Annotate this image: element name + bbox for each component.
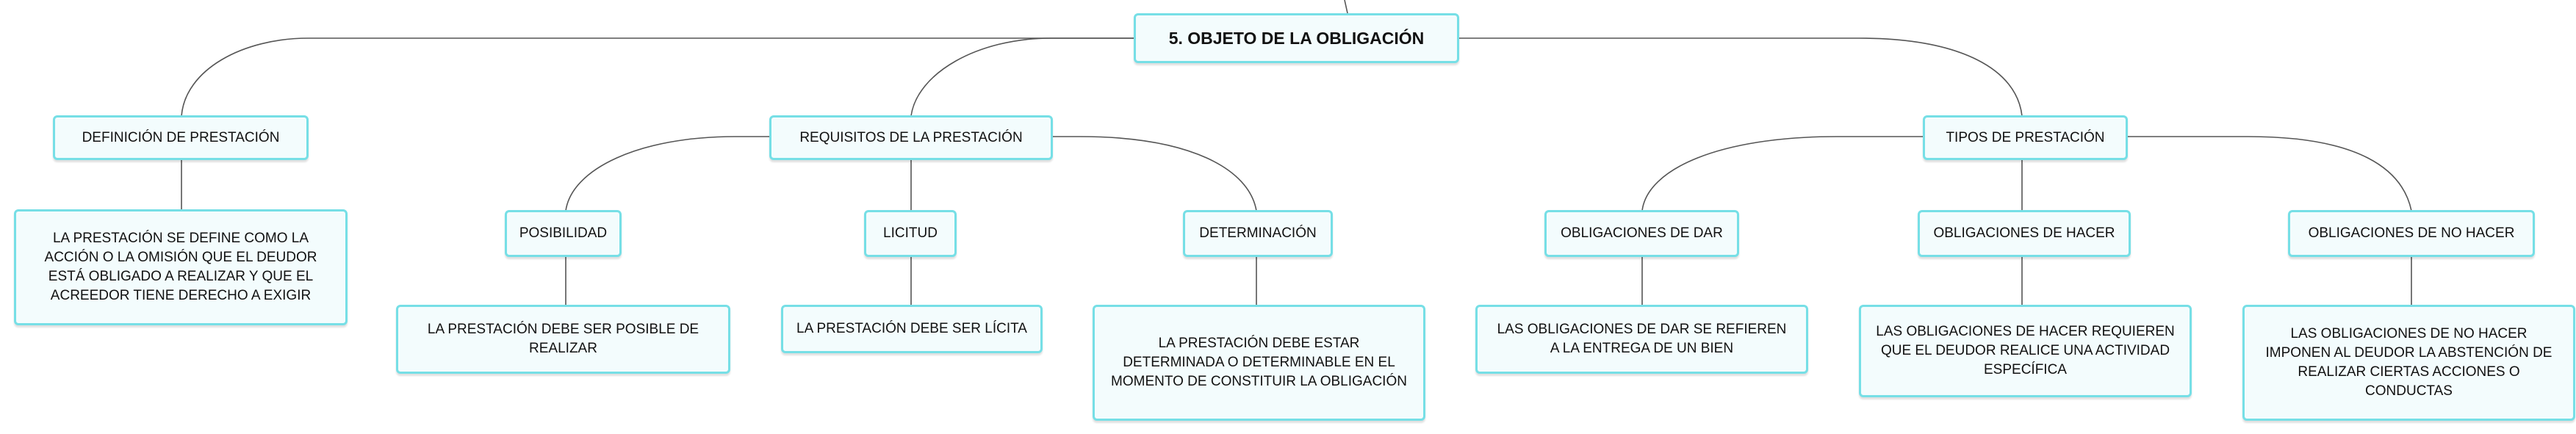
node-requisitos-label: REQUISITOS DE LA PRESTACIÓN: [799, 129, 1023, 145]
node-posibilidad-text[interactable]: LA PRESTACIÓN DEBE SER POSIBLE DE REALIZ…: [396, 305, 730, 374]
connector-line: [1641, 136, 1925, 211]
node-definicion[interactable]: DEFINICIÓN DE PRESTACIÓN: [53, 115, 309, 160]
node-licitud[interactable]: LICITUD: [864, 210, 957, 257]
node-no-hacer-text-label: LAS OBLIGACIONES DE NO HACER IMPONEN AL …: [2265, 326, 2552, 399]
node-no-hacer[interactable]: OBLIGACIONES DE NO HACER: [2288, 210, 2535, 257]
node-definicion-label: DEFINICIÓN DE PRESTACIÓN: [82, 129, 280, 145]
connector-line: [1344, 0, 1348, 14]
connector-line: [1458, 37, 2023, 117]
node-posibilidad-label: POSIBILIDAD: [519, 225, 608, 241]
node-tipos-label: TIPOS DE PRESTACIÓN: [1946, 129, 2105, 145]
node-posibilidad-text-label: LA PRESTACIÓN DEBE SER POSIBLE DE REALIZ…: [427, 322, 699, 356]
node-definicion-text-label: LA PRESTACIÓN SE DEFINE COMO LA ACCIÓN O…: [44, 231, 317, 303]
node-hacer-label: OBLIGACIONES DE HACER: [1933, 225, 2115, 241]
node-determinacion-text-label: LA PRESTACIÓN DEBE ESTAR DETERMINADA O D…: [1111, 336, 1407, 389]
node-determinacion-label: DETERMINACIÓN: [1199, 225, 1317, 241]
node-licitud-text[interactable]: LA PRESTACIÓN DEBE SER LÍCITA: [781, 305, 1043, 353]
node-licitud-label: LICITUD: [883, 225, 938, 241]
node-definicion-text[interactable]: LA PRESTACIÓN SE DEFINE COMO LA ACCIÓN O…: [14, 209, 348, 325]
connector-line: [910, 37, 1135, 117]
node-posibilidad[interactable]: POSIBILIDAD: [505, 210, 622, 257]
node-determinacion-text[interactable]: LA PRESTACIÓN DEBE ESTAR DETERMINADA O D…: [1093, 305, 1425, 421]
connector-line: [565, 136, 769, 211]
node-requisitos[interactable]: REQUISITOS DE LA PRESTACIÓN: [769, 115, 1053, 160]
connector-line: [1053, 136, 1257, 211]
node-dar-text-label: LAS OBLIGACIONES DE DAR SE REFIEREN A LA…: [1497, 322, 1787, 356]
node-hacer-text[interactable]: LAS OBLIGACIONES DE HACER REQUIEREN QUE …: [1859, 305, 2192, 397]
node-no-hacer-label: OBLIGACIONES DE NO HACER: [2308, 225, 2515, 241]
node-tipos[interactable]: TIPOS DE PRESTACIÓN: [1923, 115, 2128, 160]
root-node[interactable]: 5. OBJETO DE LA OBLIGACIÓN: [1134, 13, 1459, 63]
connector-line: [181, 37, 1135, 117]
node-hacer-text-label: LAS OBLIGACIONES DE HACER REQUIEREN QUE …: [1876, 324, 2175, 377]
node-dar-text[interactable]: LAS OBLIGACIONES DE DAR SE REFIEREN A LA…: [1475, 305, 1808, 374]
node-no-hacer-text[interactable]: LAS OBLIGACIONES DE NO HACER IMPONEN AL …: [2242, 305, 2575, 421]
node-determinacion[interactable]: DETERMINACIÓN: [1183, 210, 1333, 257]
node-dar[interactable]: OBLIGACIONES DE DAR: [1544, 210, 1739, 257]
node-dar-label: OBLIGACIONES DE DAR: [1561, 225, 1723, 241]
root-label: 5. OBJETO DE LA OBLIGACIÓN: [1168, 29, 1425, 48]
node-hacer[interactable]: OBLIGACIONES DE HACER: [1918, 210, 2131, 257]
node-licitud-text-label: LA PRESTACIÓN DEBE SER LÍCITA: [796, 321, 1027, 336]
connector-line: [2126, 136, 2412, 211]
